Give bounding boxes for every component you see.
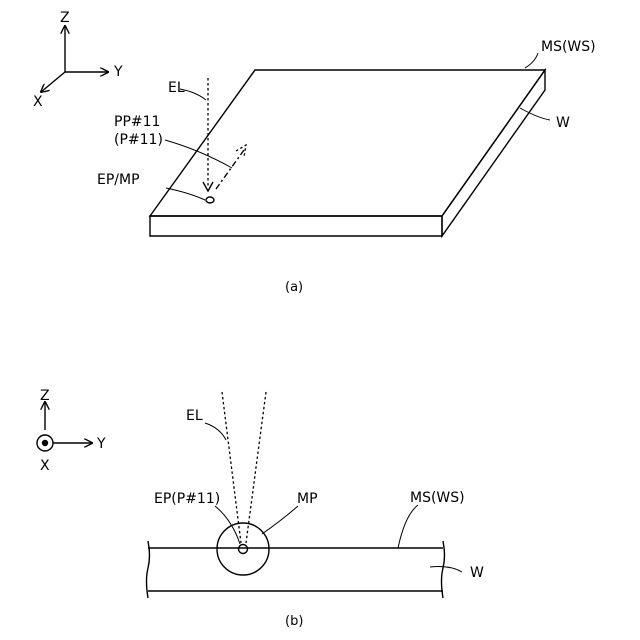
x-axis-label: X <box>33 94 43 110</box>
x-axis-label: X <box>40 458 50 474</box>
workpiece-section <box>147 541 445 598</box>
z-axis-label: Z <box>60 10 70 26</box>
melt-pool-mp <box>217 523 269 575</box>
figure-b: Z Y X EL EP(P#11) MP MS(WS) W (b) <box>37 388 484 629</box>
label-ms-ws: MS(WS) <box>410 490 465 506</box>
label-pp: PP#11 <box>114 114 160 130</box>
y-axis-label: Y <box>96 436 106 452</box>
scan-path-arrow <box>216 150 244 189</box>
leader-pp <box>165 140 232 168</box>
leader-w <box>430 567 462 572</box>
leader-ms-ws <box>525 53 538 68</box>
slab-front-face <box>150 216 442 236</box>
figure-a: Z Y X EL PP#11 (P#11) EP/MP MS(WS) W <box>33 10 596 295</box>
workpiece-slab <box>150 70 545 236</box>
caption-b: (b) <box>285 614 303 629</box>
label-ep-mp: EP/MP <box>97 172 140 188</box>
axes-triad-b: Z Y X <box>37 388 106 474</box>
label-w: W <box>556 115 570 131</box>
label-el: EL <box>168 80 185 96</box>
break-line-left <box>147 541 150 598</box>
irradiation-point-ep <box>239 545 248 554</box>
label-w: W <box>470 565 484 581</box>
leader-ep-mp <box>166 188 205 200</box>
label-p: (P#11) <box>114 132 163 148</box>
leader-mp <box>262 506 298 534</box>
leader-ms-ws <box>398 505 418 548</box>
y-axis-label: Y <box>113 64 123 80</box>
break-line-right <box>442 541 445 598</box>
slab-top-surface <box>150 70 545 216</box>
beam-edge-right <box>246 392 266 543</box>
irradiation-point-ep <box>206 197 214 203</box>
label-el: EL <box>186 408 203 424</box>
x-axis-arrow <box>41 72 65 92</box>
caption-a: (a) <box>285 280 303 295</box>
x-axis-dot-icon <box>42 440 48 446</box>
beam-edge-left <box>222 392 241 543</box>
label-mp: MP <box>297 491 318 507</box>
slab-side-face <box>442 70 545 236</box>
leader-el <box>205 423 226 440</box>
axes-triad-a: Z Y X <box>33 10 123 110</box>
label-ms-ws: MS(WS) <box>541 39 596 55</box>
label-ep-p: EP(P#11) <box>154 491 220 507</box>
z-axis-label: Z <box>40 388 50 404</box>
